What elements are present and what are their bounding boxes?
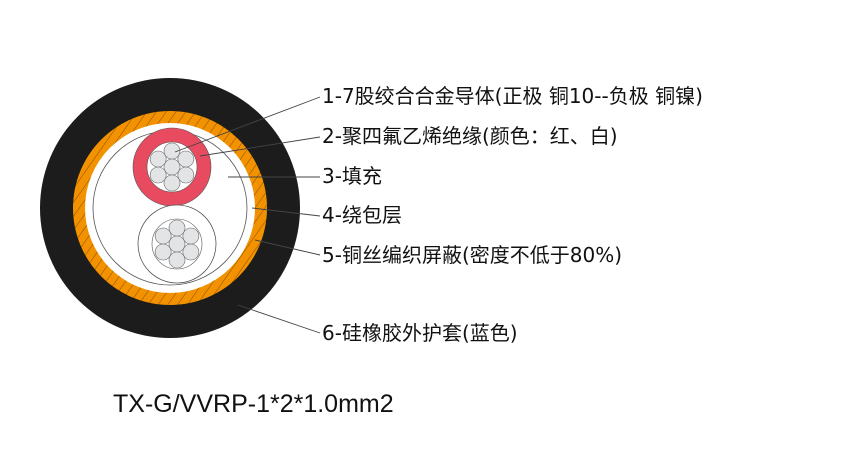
strand (163, 158, 181, 176)
conductor-red (132, 127, 212, 207)
strand (168, 251, 186, 269)
strand (163, 142, 181, 160)
label-filler: 3-填充 (322, 164, 382, 188)
strand (163, 174, 181, 192)
strand (168, 219, 186, 237)
strand (168, 235, 186, 253)
leader-lines (174, 96, 321, 334)
strand (177, 166, 195, 184)
strand (149, 150, 167, 168)
label-insulation: 2-聚四氟乙烯绝缘(颜色：红、白) (322, 124, 618, 148)
model-number: TX-G/VVRP-1*2*1.0mm2 (113, 390, 394, 418)
conductor-white (137, 204, 217, 284)
strand (182, 243, 200, 261)
strand (154, 227, 172, 245)
label-braid: 5-铜丝编织屏蔽(密度不低于80%) (322, 243, 622, 267)
strand (182, 227, 200, 245)
label-wrap: 4-绕包层 (322, 203, 402, 227)
label-conductor: 1-7股绞合合金导体(正极 铜10--负极 铜镍) (322, 84, 703, 108)
label-jacket: 6-硅橡胶外护套(蓝色) (322, 321, 518, 345)
strand (154, 243, 172, 261)
strand (149, 166, 167, 184)
strand (177, 150, 195, 168)
